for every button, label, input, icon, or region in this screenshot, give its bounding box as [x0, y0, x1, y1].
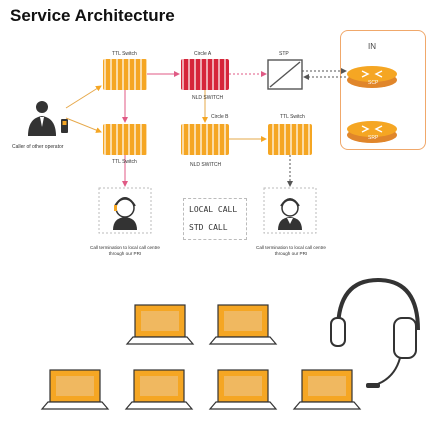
call-type-legend: LOCAL CALL STD CALL: [183, 198, 247, 240]
laptop-4: [124, 369, 194, 410]
local-call-label: LOCAL CALL: [189, 205, 238, 214]
std-call-label: STD CALL: [189, 223, 228, 232]
laptop-5: [208, 369, 278, 410]
scp-router-icon: [347, 66, 397, 88]
ttl-switch-bottom-label: TTL Switch: [112, 159, 137, 165]
stp-node: [267, 59, 303, 90]
termination-left-caption: Call termination to local call centre th…: [90, 245, 160, 256]
nld-switch-a-label: NLD SWITCH: [192, 95, 224, 101]
scp-label: SCP: [368, 80, 379, 86]
circle-b-label: Circle B: [211, 114, 229, 120]
ttl-switch-left: [103, 124, 147, 155]
circle-a-switch: [181, 59, 229, 90]
page-title: Service Architecture: [10, 6, 175, 25]
ttl-switch-top: [103, 59, 147, 90]
circle-b-switch: [181, 124, 229, 155]
laptop-1: [125, 304, 195, 345]
laptop-grid: [40, 304, 362, 410]
call-centre-left: [98, 187, 152, 234]
srp-label: SRP: [368, 135, 379, 141]
ttl-switch-top-label: TTL Switch: [112, 51, 137, 57]
call-centre-right: [263, 187, 317, 234]
laptop-6: [292, 369, 362, 410]
caller-person-icon: [28, 101, 68, 136]
termination-right-caption: Call termination to local call centre th…: [256, 245, 326, 256]
ttl-switch-right: [268, 124, 312, 155]
laptop-3: [40, 369, 110, 410]
srp-router-icon: [347, 121, 397, 143]
nld-switch-b-label: NLD SWITCH: [190, 162, 222, 168]
caller-label: Caller of other operator: [12, 144, 64, 150]
laptop-2: [208, 304, 278, 345]
ttl-switch-right-label: TTL Switch: [280, 114, 305, 120]
stp-label: STP: [279, 51, 289, 57]
headset-icon: [330, 277, 420, 388]
connector-arrows: [65, 68, 347, 187]
in-label: IN: [368, 42, 376, 51]
circle-a-label: Circle A: [194, 51, 212, 57]
